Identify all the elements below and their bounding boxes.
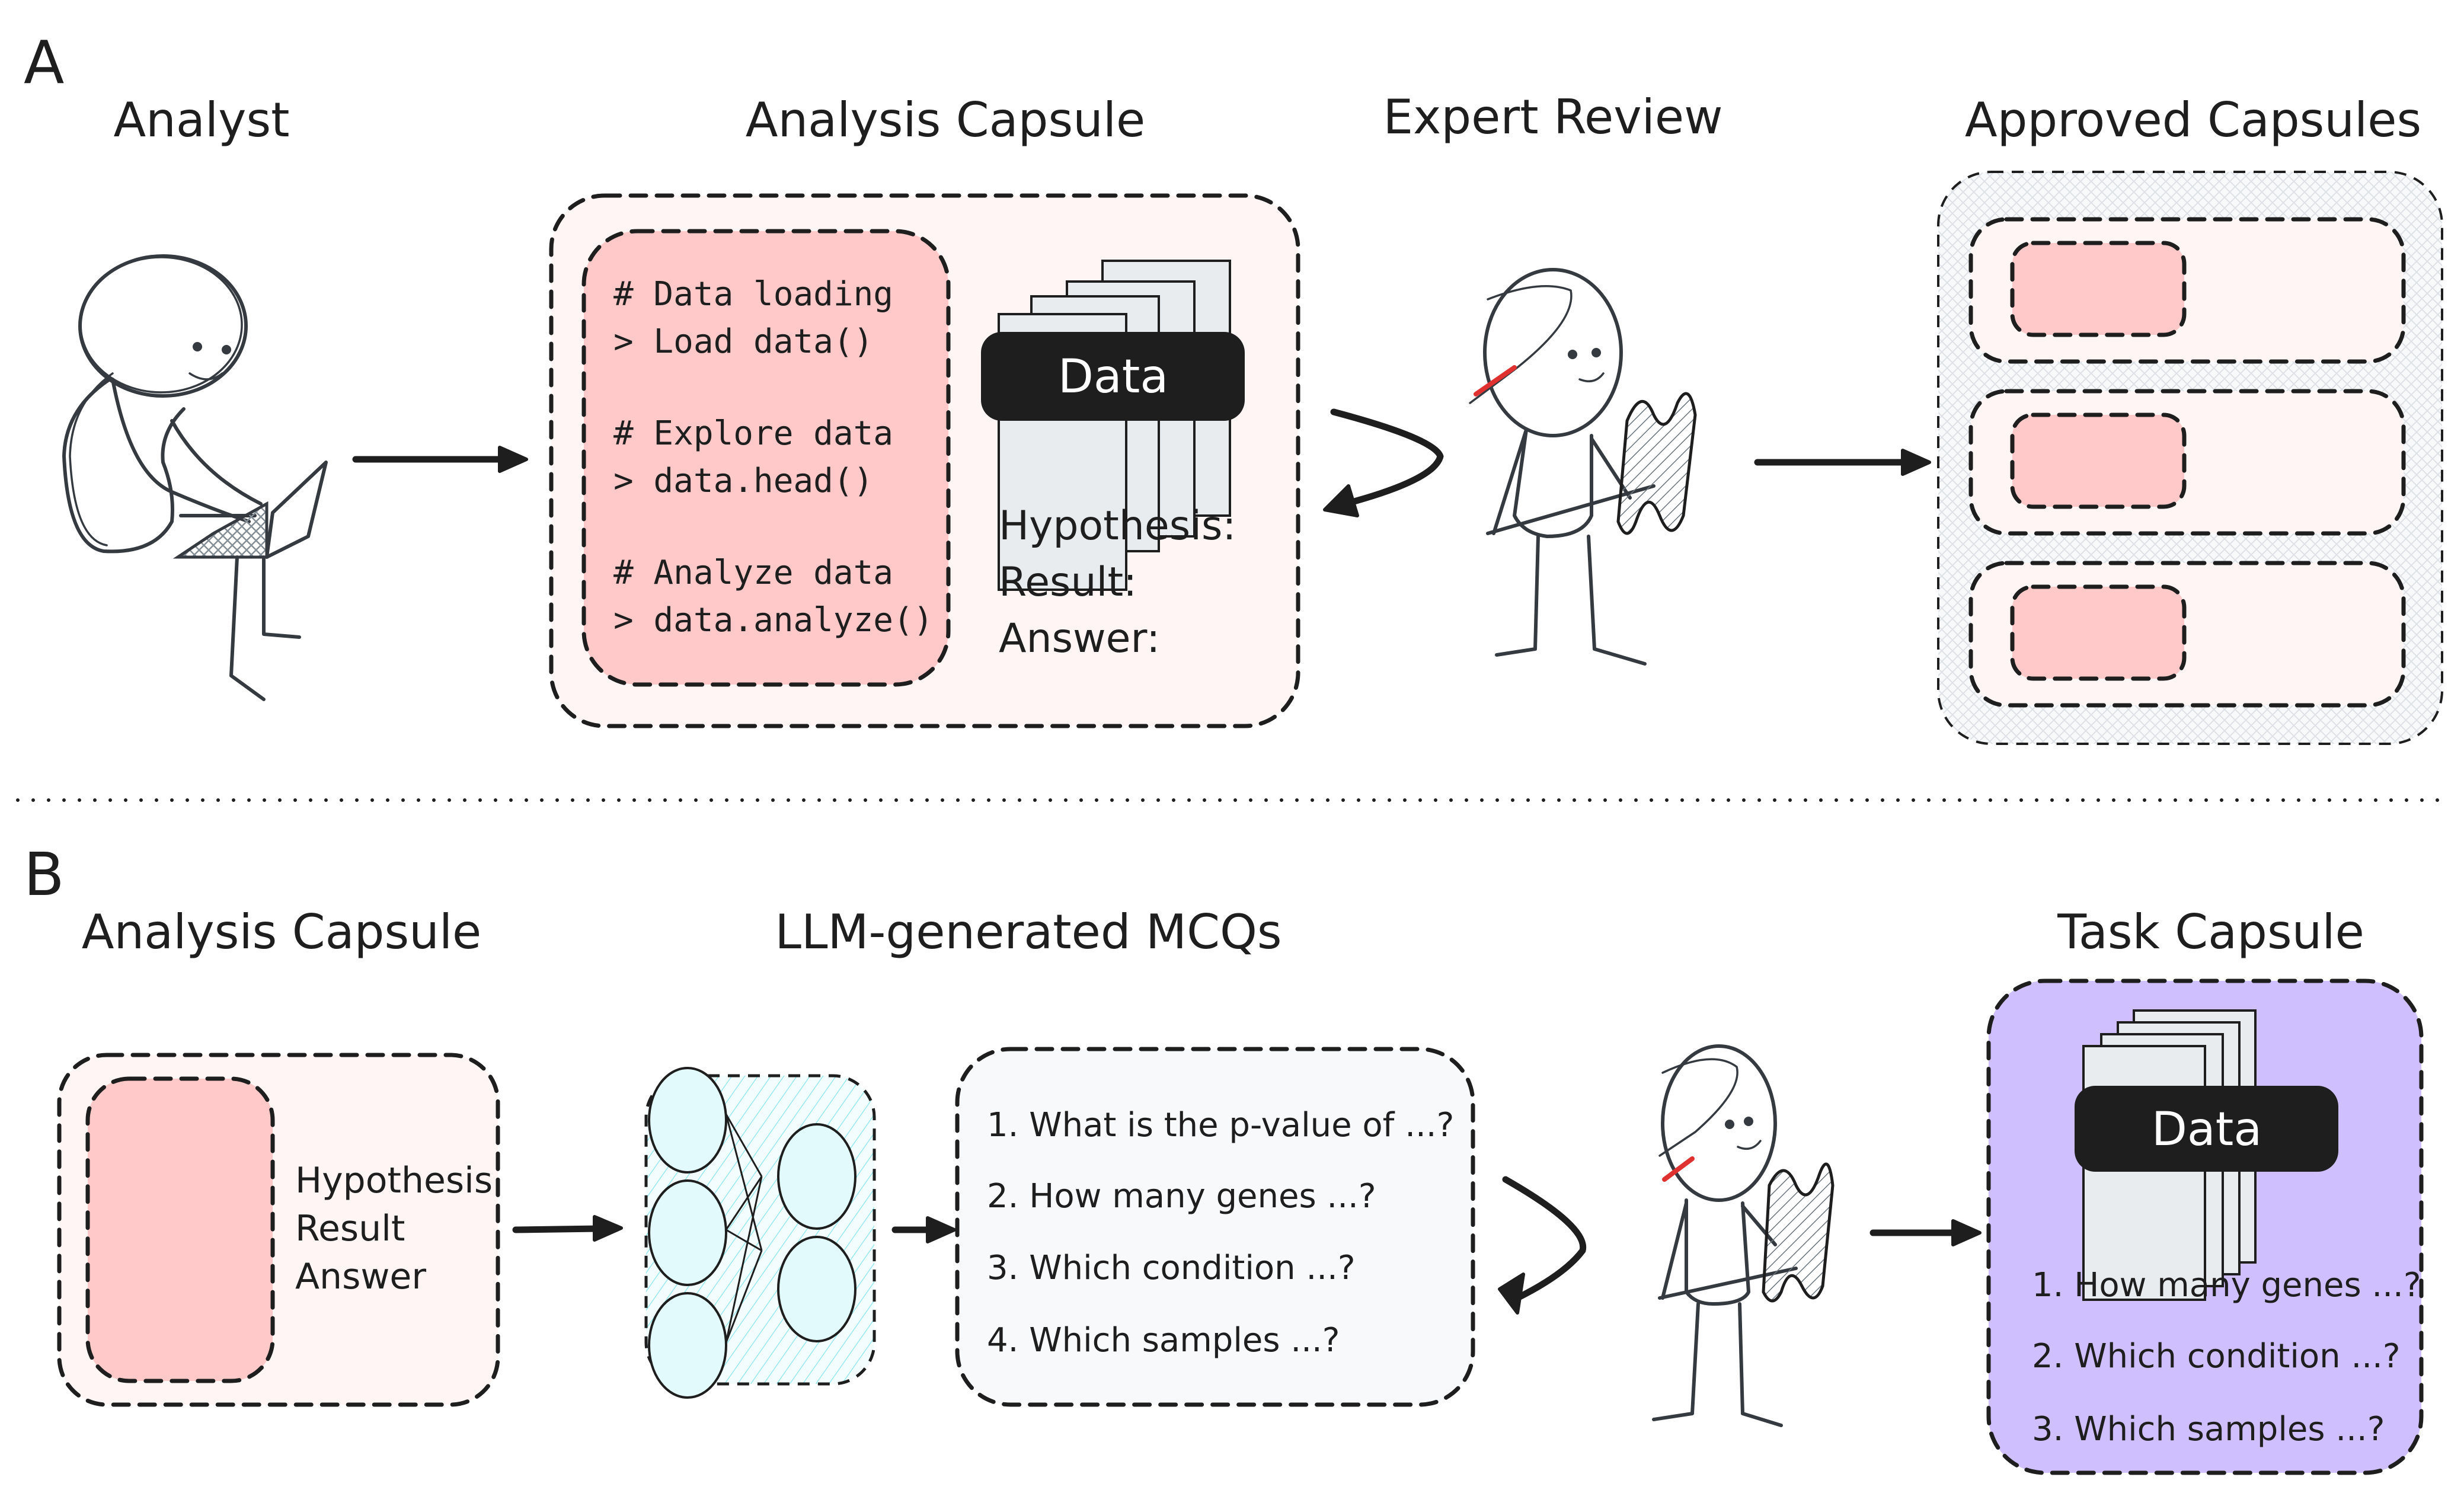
task-capsule-title: Task Capsule [2057,904,2364,960]
arrow-analyst-to-capsule [352,446,528,473]
data-label: Data [1058,350,1168,404]
arrow-to-task-capsule [1869,1219,1982,1246]
code-block: # Data loading > Load data() # Explore d… [613,275,933,640]
b-analysis-capsule-title: Analysis Capsule [82,904,482,960]
approved-capsules-box [1937,171,2443,745]
field-label: Hypothesis: [999,503,1236,549]
field-label: Hypothesis [295,1160,493,1201]
analyst-figure-icon [62,254,328,701]
arrow-review-feedback [1323,408,1444,517]
code-line: > data.analyze() [613,601,933,640]
code-line: # Analyze data [613,554,893,592]
field-label: Answer [295,1256,426,1297]
mcq-item: 2. How many genes ...? [987,1177,1376,1216]
mcq-item: 4. Which samples ...? [987,1321,1340,1360]
code-line: > data.head() [613,462,873,500]
capsule-fields: Hypothesis: Result: Answer: [999,503,1236,662]
task-question: 3. Which samples ...? [2032,1410,2385,1449]
code-line: # Data loading [613,275,893,314]
panel-b-letter: B [24,840,65,909]
data-stack-icon: Data [981,260,1245,591]
expert-reviewer-icon [1652,1044,1835,1427]
analyst-title: Analyst [113,92,289,148]
field-label: Result: [999,559,1137,606]
field-label: Answer: [999,615,1160,662]
mcqs-title: LLM-generated MCQs [775,904,1281,960]
approved-capsule-card [1968,217,2406,364]
task-question: 2. Which condition ...? [2032,1337,2401,1376]
expert-reviewer-icon [1469,268,1697,666]
arrow-capsule-to-llm [512,1215,623,1242]
data-stack-icon: Data [2075,1009,2338,1301]
arrow-review-feedback-b [1498,1176,1587,1315]
field-label: Result [295,1208,405,1249]
llm-network-icon [644,1067,876,1399]
approved-capsules-title: Approved Capsules [1965,92,2421,148]
analysis-capsule-title: Analysis Capsule [746,92,1146,148]
code-line: > Load data() [613,322,873,361]
b-analysis-capsule-box: Hypothesis Result Answer [57,1053,500,1407]
mcq-item: 1. What is the p-value of ...? [987,1106,1454,1144]
mcq-item: 3. Which condition ...? [987,1249,1356,1287]
arrow-llm-to-mcqs [891,1216,956,1243]
approved-capsule-card [1968,561,2406,708]
arrow-review-to-approved [1754,449,1931,476]
code-line: # Explore data [613,414,893,453]
panel-a-letter: A [24,28,64,97]
data-label: Data [2152,1103,2262,1156]
expert-review-title: Expert Review [1383,89,1722,145]
approved-capsule-card [1968,389,2406,536]
mcq-box: 1. What is the p-value of ...? 2. How ma… [955,1047,1475,1407]
task-question: 1. How many genes ...? [2032,1266,2421,1304]
task-capsule-box: Data 1. How many genes ...? 2. Which con… [1986,979,2424,1475]
